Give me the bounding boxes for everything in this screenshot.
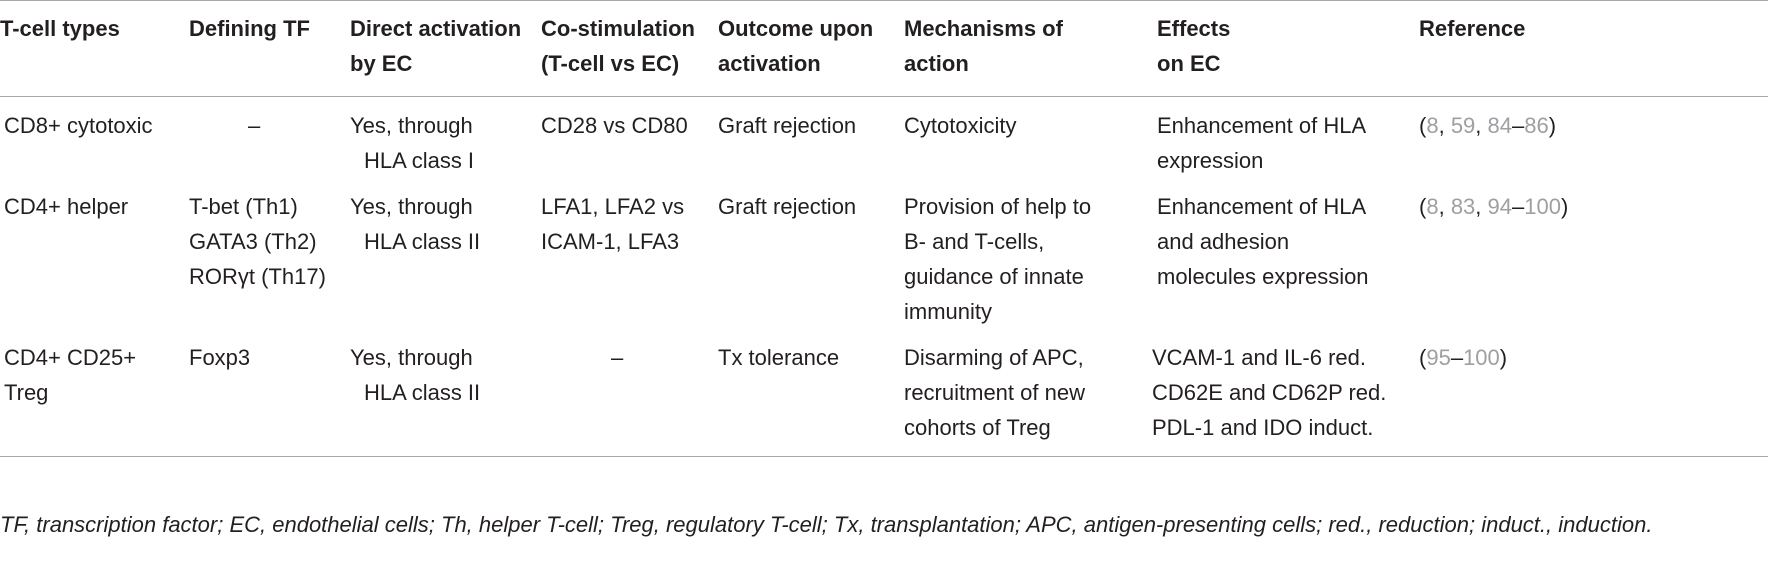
row2-reference: (8, 83, 94–100) xyxy=(1419,194,1569,219)
header-defining-tf: Defining TF xyxy=(189,16,310,41)
row3-outcome: Tx tolerance xyxy=(718,345,840,370)
row3-effects: VCAM-1 and IL-6 red.CD62E and CD62P red.… xyxy=(1152,345,1387,440)
row1-reference: (8, 59, 84–86) xyxy=(1419,113,1557,138)
header-co-stimulation: Co-stimulation(T-cell vs EC) xyxy=(541,16,695,76)
ref-link[interactable]: 100 xyxy=(1524,194,1561,219)
row3-reference: (95–100) xyxy=(1419,345,1508,370)
ref-link[interactable]: 95 xyxy=(1426,345,1451,370)
header-reference: Reference xyxy=(1419,16,1526,41)
row2-t-cell-type: CD4+ helper xyxy=(4,194,129,219)
row1-defining-tf: – xyxy=(248,113,261,138)
row1-outcome: Graft rejection xyxy=(718,113,857,138)
row1-t-cell-type: CD8+ cytotoxic xyxy=(4,113,153,138)
header-t-cell-types: T-cell types xyxy=(0,16,120,41)
row2-outcome: Graft rejection xyxy=(718,194,857,219)
row1-co-stimulation: CD28 vs CD80 xyxy=(541,113,688,138)
header-rule xyxy=(0,96,1768,97)
ref-link[interactable]: 100 xyxy=(1463,345,1500,370)
ref-link[interactable]: 84 xyxy=(1487,113,1513,138)
ref-link[interactable]: 59 xyxy=(1450,113,1476,138)
row3-defining-tf: Foxp3 xyxy=(189,345,251,370)
table-footnote: TF, transcription factor; EC, endothelia… xyxy=(0,512,1653,537)
row1-mechanisms: Cytotoxicity xyxy=(904,113,1017,138)
row2-defining-tf: T-bet (Th1)GATA3 (Th2)RORγt (Th17) xyxy=(189,194,326,289)
row3-t-cell-type: CD4+ CD25+Treg xyxy=(4,345,137,405)
ref-link[interactable]: 83 xyxy=(1450,194,1476,219)
bottom-rule xyxy=(0,456,1768,457)
row3-co-stimulation: – xyxy=(611,345,624,370)
ref-link[interactable]: 94 xyxy=(1487,194,1513,219)
ref-link[interactable]: 8 xyxy=(1426,113,1439,138)
ref-link[interactable]: 86 xyxy=(1524,113,1549,138)
top-rule xyxy=(0,0,1768,1)
ref-link[interactable]: 8 xyxy=(1426,194,1439,219)
